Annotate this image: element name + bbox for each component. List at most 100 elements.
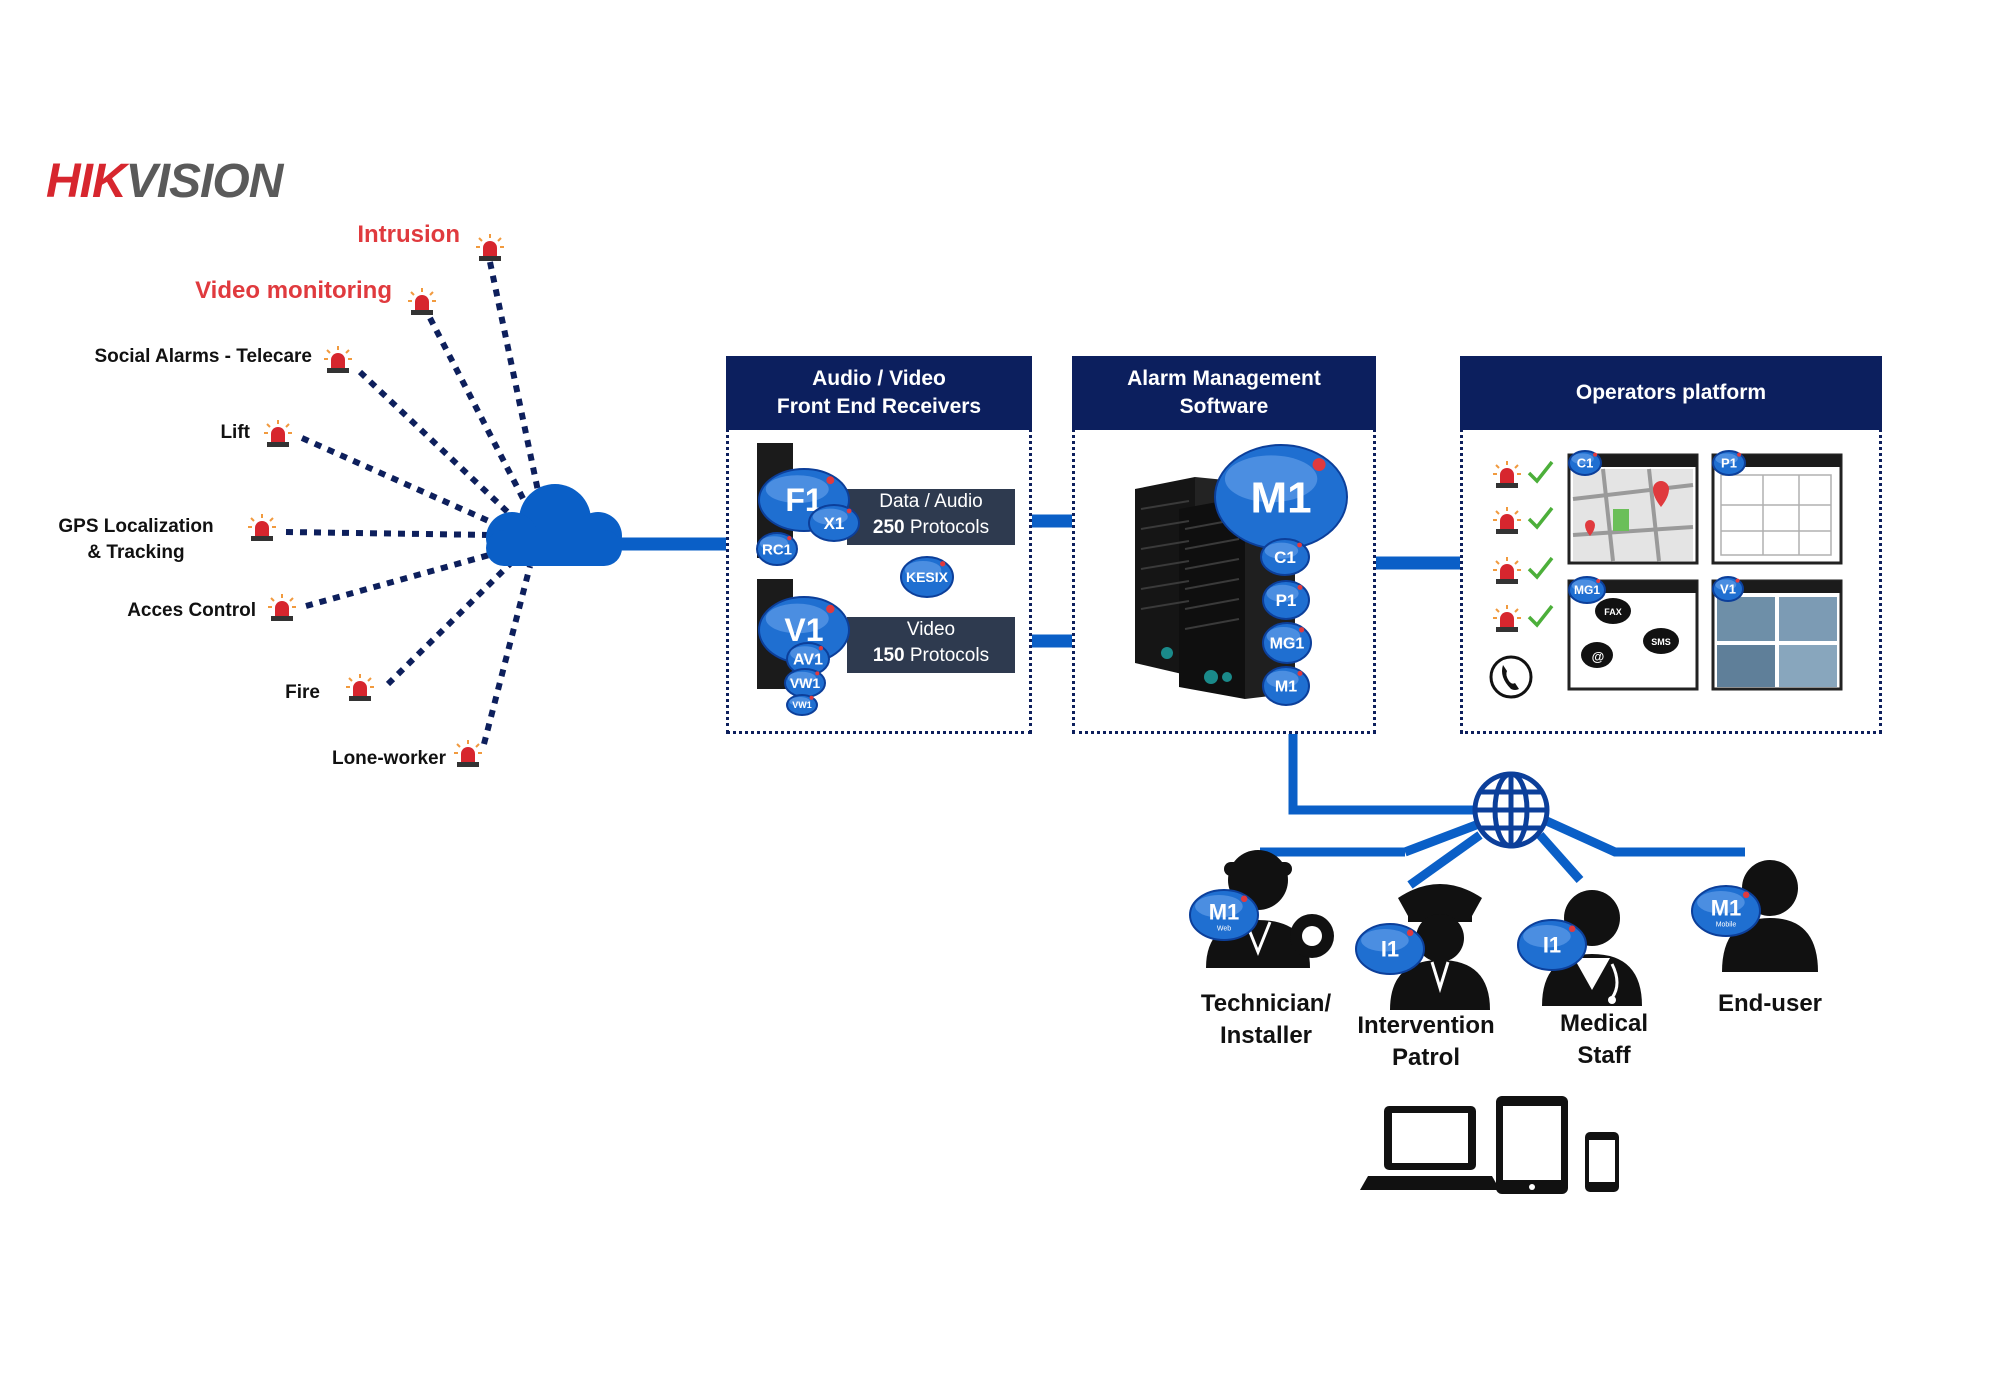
alarm-beacon-icon: [476, 234, 504, 261]
user-label-line2: Patrol: [1391, 1044, 1460, 1071]
user-label-line2: Staff: [1577, 1042, 1631, 1069]
software-title-line2: Software: [1179, 395, 1269, 418]
receivers-title-line1: Audio / Video: [812, 367, 946, 390]
source-label-6: Fire: [285, 682, 320, 703]
user-badge-2-text: I1: [1543, 933, 1561, 958]
software-badge-c1-1: C1: [1260, 538, 1310, 576]
video-protocols: Protocols: [904, 645, 990, 666]
bubble-label-0: FAX: [1604, 607, 1622, 617]
alarm-beacon-icon: [454, 740, 482, 767]
operators-badge-mg1: MG1: [1568, 576, 1606, 604]
operators-title: Operators platform: [1575, 381, 1767, 404]
software-badge-mg1-3: MG1: [1262, 622, 1312, 664]
user-badge-1-text: I1: [1381, 937, 1399, 962]
data-audio-count: 250: [872, 517, 905, 538]
operators-badge-c1-text: C1: [1577, 456, 1594, 471]
svg-text:HIKVISION: HIKVISION: [46, 155, 285, 208]
receiver-badge-vw1-text: VW1: [790, 675, 821, 691]
receiver-badge-rc1: RC1: [756, 532, 798, 566]
alarm-beacon-icon: [268, 594, 296, 621]
link-globe-technician: [1403, 817, 1486, 857]
alarm-beacon-icon: [324, 346, 352, 373]
software-header: Alarm Management Software: [1072, 356, 1376, 430]
link-software-globe: [1288, 733, 1484, 815]
software-badge-mg1-3-text: MG1: [1270, 636, 1305, 653]
user-label-0: Technician/Installer: [1186, 988, 1346, 1052]
software-badge-m1-4-text: M1: [1275, 679, 1297, 696]
receivers-title-line2: Front End Receivers: [776, 395, 982, 418]
receivers-header: Audio / Video Front End Receivers: [726, 356, 1032, 430]
software-badge-m1-4: M1: [1262, 666, 1310, 706]
link-globe-patrol: [1407, 831, 1483, 889]
operators-badge-mg1-text: MG1: [1574, 583, 1600, 597]
user-label-3: End-user: [1690, 988, 1850, 1020]
receiver-badge-v1-text: V1: [784, 612, 823, 648]
operators-badge-v1-text: V1: [1720, 582, 1736, 597]
operators-header: Operators platform: [1460, 356, 1882, 430]
user-label-line1: Intervention: [1357, 1012, 1495, 1039]
data-audio-protocols: Protocols: [904, 517, 990, 538]
alarm-beacon-icon: [1493, 507, 1521, 534]
link-globe-medical: [1536, 832, 1584, 883]
alarm-beacon-icon: [1493, 461, 1521, 488]
operators-badge-c1: C1: [1568, 450, 1602, 476]
operators-badge-p1: P1: [1712, 450, 1746, 476]
link-lone-worker: [481, 565, 533, 745]
alarm-beacon-icon: [346, 674, 374, 701]
receiver-badge-vw1-text: VW1: [792, 700, 812, 710]
data-audio-label: Data / Audio: [879, 491, 983, 512]
user-label-line1: Technician/: [1200, 990, 1332, 1017]
alarm-beacon-icon: [1493, 605, 1521, 632]
alarm-beacon-icon: [264, 420, 292, 447]
bubble-label-2: @: [1591, 649, 1605, 664]
source-label-4: GPS Localization & Tracking: [58, 516, 214, 563]
link-video-monitoring: [427, 316, 533, 514]
software-badge-c1-1-text: C1: [1274, 548, 1296, 567]
receiver-badge-x1: X1: [808, 504, 860, 542]
phone-icon: [1489, 655, 1533, 699]
operators-badge-p1-text: P1: [1721, 456, 1737, 471]
check-icon: [1527, 460, 1554, 484]
source-links: [285, 261, 545, 745]
link-gps: [285, 529, 493, 538]
check-icon: [1527, 556, 1554, 580]
user-label-line1: Medical: [1559, 1010, 1649, 1037]
receiver-badge-rc1-text: RC1: [762, 541, 792, 558]
video-label: Video: [906, 619, 956, 640]
video-protocol-box: Video 150 Protocols: [847, 617, 1015, 673]
video-window: [1711, 579, 1843, 691]
bubble-label-1: SMS: [1651, 637, 1671, 647]
link-fire: [385, 557, 517, 687]
software-badge-p1-2-text: P1: [1276, 591, 1297, 610]
link-intrusion: [487, 261, 545, 511]
operators-graphics: [1489, 453, 1843, 699]
operators-panel: Operators platform: [1460, 356, 1882, 734]
globe-icon: [1472, 771, 1550, 849]
software-badge-p1-2: P1: [1262, 580, 1310, 620]
source-label-3: Lift: [220, 422, 250, 443]
receiver-badge-av1-text: AV1: [793, 652, 823, 669]
software-badge-m1-0: M1: [1214, 444, 1348, 550]
user-label-line2: Installer: [1219, 1022, 1313, 1049]
data-audio-protocol-box: Data / Audio 250 Protocols: [847, 489, 1015, 545]
user-badge-0-text: M1: [1209, 900, 1240, 925]
user-badge-3-text: M1: [1711, 896, 1742, 921]
link-globe-enduser: [1538, 813, 1745, 857]
source-label-2: Social Alarms - Telecare: [94, 346, 312, 367]
hikvision-logo: HIKVISION: [46, 155, 286, 208]
source-label-1: Video monitoring: [195, 277, 392, 304]
check-icon: [1527, 506, 1554, 530]
link-lift: [300, 435, 502, 529]
video-count: 150: [872, 645, 905, 666]
receiver-badge-kesix-text: KESIX: [906, 569, 949, 585]
source-label-5: Acces Control: [127, 600, 256, 621]
source-label-7: Lone-worker: [331, 748, 446, 769]
receiver-badge-kesix: KESIX: [900, 556, 954, 598]
software-title-line1: Alarm Management: [1127, 367, 1321, 390]
alarm-beacon-icon: [1493, 557, 1521, 584]
receiver-badge-vw1: VW1: [784, 668, 826, 698]
software-badge-m1-0-text: M1: [1250, 473, 1311, 522]
